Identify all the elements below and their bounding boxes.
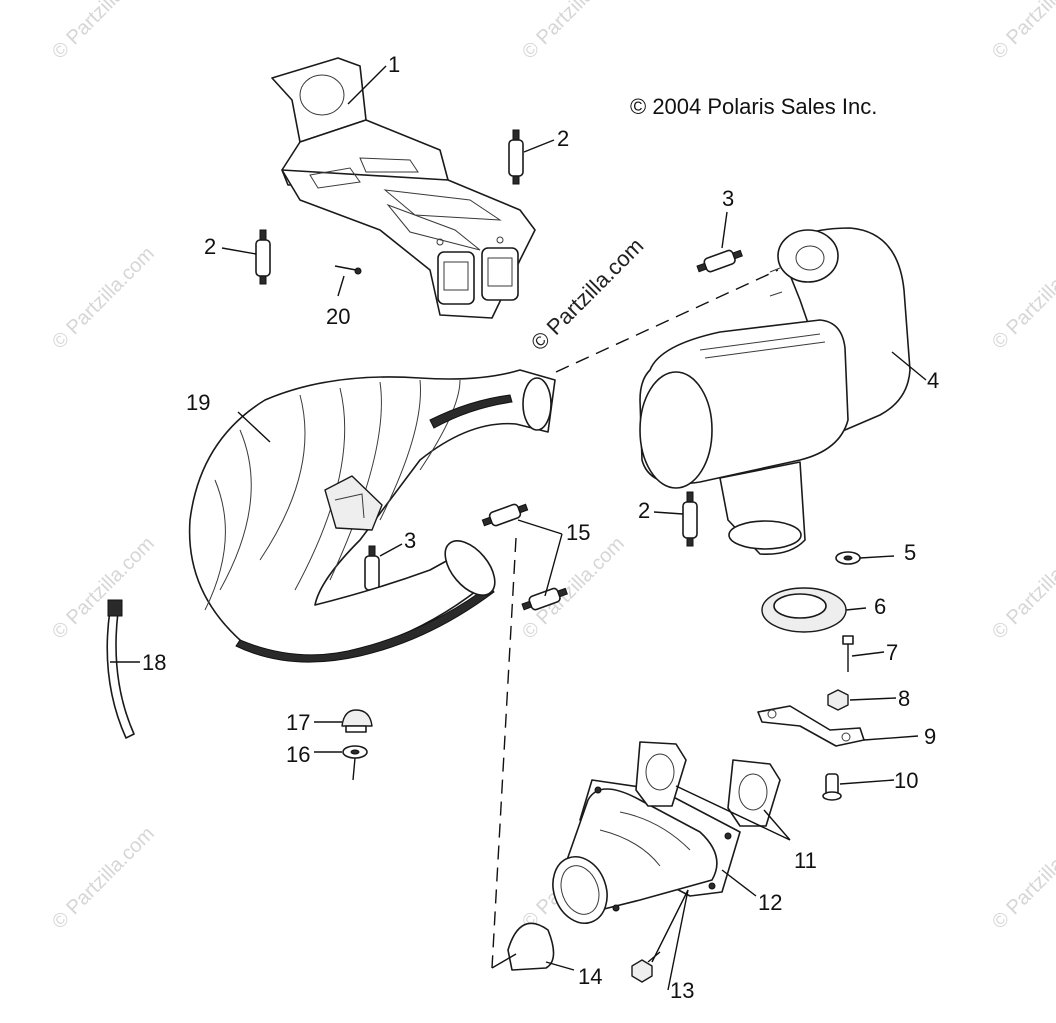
part-8-nut[interactable] (827, 689, 849, 711)
callout-10: 10 (894, 768, 918, 793)
part-14-seal[interactable] (507, 922, 555, 971)
watermark: © Partzilla.com (518, 0, 629, 64)
callout-4: 4 (927, 368, 939, 393)
alignment-line (555, 269, 779, 373)
part-11-gasket[interactable] (635, 741, 687, 807)
callout-13: 13 (670, 978, 694, 1003)
callout-3: 3 (722, 186, 734, 211)
part-2-spring[interactable] (508, 129, 524, 185)
callout-2: 2 (638, 498, 650, 523)
watermark: © Partzilla.com (988, 533, 1056, 644)
watermark: © Partzilla.com (518, 533, 629, 644)
callout-15: 15 (566, 520, 590, 545)
part-15-spring[interactable] (481, 501, 529, 530)
callout-8: 8 (898, 686, 910, 711)
callout-19: 19 (186, 390, 210, 415)
callout-16: 16 (286, 742, 310, 767)
watermark: © Partzilla.com (988, 243, 1056, 354)
part-10-stud[interactable] (822, 773, 842, 801)
callout-12: 12 (758, 890, 782, 915)
part-1-mounting-plate[interactable] (271, 57, 536, 319)
callout-20: 20 (326, 304, 350, 329)
part-13-bolt[interactable] (631, 951, 661, 983)
part-4-silencer[interactable] (639, 227, 911, 556)
callout-2: 2 (557, 126, 569, 151)
callout-6: 6 (874, 594, 886, 619)
callout-18: 18 (142, 650, 166, 675)
part-3-spring[interactable] (696, 247, 744, 276)
part-16-washer[interactable] (342, 745, 368, 781)
leader-lines (110, 65, 927, 991)
callout-11: 11 (794, 848, 817, 873)
callout-1: 1 (388, 52, 400, 77)
brand-watermark: © Partzilla.com (526, 233, 649, 356)
watermark: © Partzilla.com (988, 0, 1056, 64)
part-2-spring[interactable] (255, 229, 271, 285)
part-19-expansion-chamber[interactable] (188, 369, 556, 663)
part-15-spring[interactable] (521, 585, 569, 614)
watermark: © Partzilla.com (48, 243, 159, 354)
part-5-washer[interactable] (835, 551, 861, 565)
watermark: © Partzilla.com (988, 823, 1056, 934)
watermark-layer: © Partzilla.com © Partzilla.com © Partzi… (48, 0, 1056, 934)
part-11-gasket[interactable] (727, 759, 781, 827)
callout-5: 5 (904, 540, 916, 565)
callout-2: 2 (204, 234, 216, 259)
watermark: © Partzilla.com (48, 533, 159, 644)
callout-3: 3 (404, 528, 416, 553)
copyright-text: © 2004 Polaris Sales Inc. (630, 94, 877, 119)
part-20-fastener[interactable] (334, 265, 362, 275)
alignment-line (491, 537, 517, 969)
callout-labels: 1 2 2 20 3 4 19 2 3 15 5 6 7 8 9 10 11 1… (142, 52, 939, 1003)
part-6-gasket[interactable] (761, 587, 847, 633)
callout-17: 17 (286, 710, 310, 735)
part-12-exhaust-manifold[interactable] (544, 779, 741, 931)
watermark: © Partzilla.com (48, 0, 159, 64)
watermark: © Partzilla.com (48, 823, 159, 934)
part-17-cap[interactable] (341, 709, 373, 733)
callout-7: 7 (886, 640, 898, 665)
callout-14: 14 (578, 964, 602, 989)
callout-9: 9 (924, 724, 936, 749)
part-9-bracket[interactable] (757, 705, 865, 747)
part-18-strap[interactable] (106, 599, 135, 739)
part-7-bolt[interactable] (842, 635, 854, 672)
part-2-spring[interactable] (682, 491, 698, 547)
